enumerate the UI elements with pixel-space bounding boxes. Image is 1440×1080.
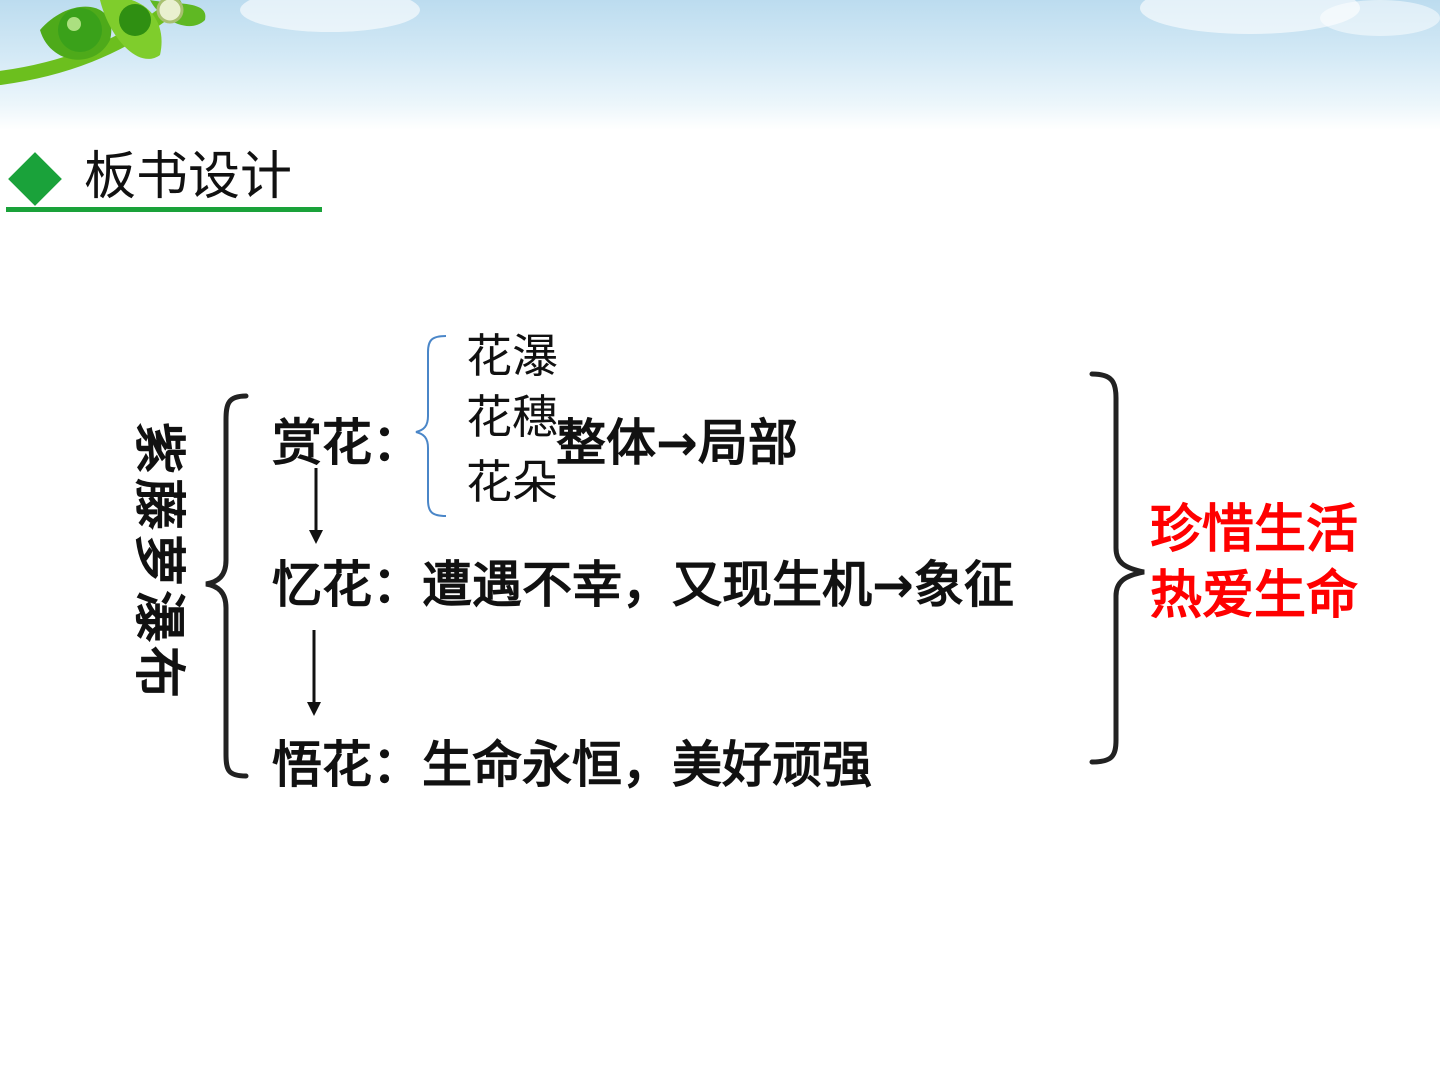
arrow-head-icon xyxy=(307,702,321,716)
whole-to-part: 整体→局部 xyxy=(556,414,798,472)
row-shang-hua: 赏花： xyxy=(272,414,422,472)
right-brace-icon xyxy=(1089,371,1145,765)
sub-item: 花穗 xyxy=(466,390,558,444)
conclusion-line: 热爱生命 xyxy=(1150,566,1359,626)
sub-item: 花瀑 xyxy=(466,329,558,383)
title-underline xyxy=(6,207,322,212)
header-banner xyxy=(0,0,1440,130)
left-brace-icon xyxy=(205,393,249,779)
row-yi-hua: 忆花：遭遇不幸，又现生机→象征 xyxy=(272,556,1014,614)
sub-brace-icon xyxy=(415,335,447,517)
leaf-decoration-icon xyxy=(0,0,1440,85)
sub-item: 花朵 xyxy=(466,455,558,509)
arrow-head-icon xyxy=(309,530,323,544)
section-title: 板书设计 xyxy=(84,147,293,207)
row-wu-hua: 悟花：生命永恒，美好顽强 xyxy=(272,736,872,794)
conclusion-line: 珍惜生活 xyxy=(1150,500,1359,560)
